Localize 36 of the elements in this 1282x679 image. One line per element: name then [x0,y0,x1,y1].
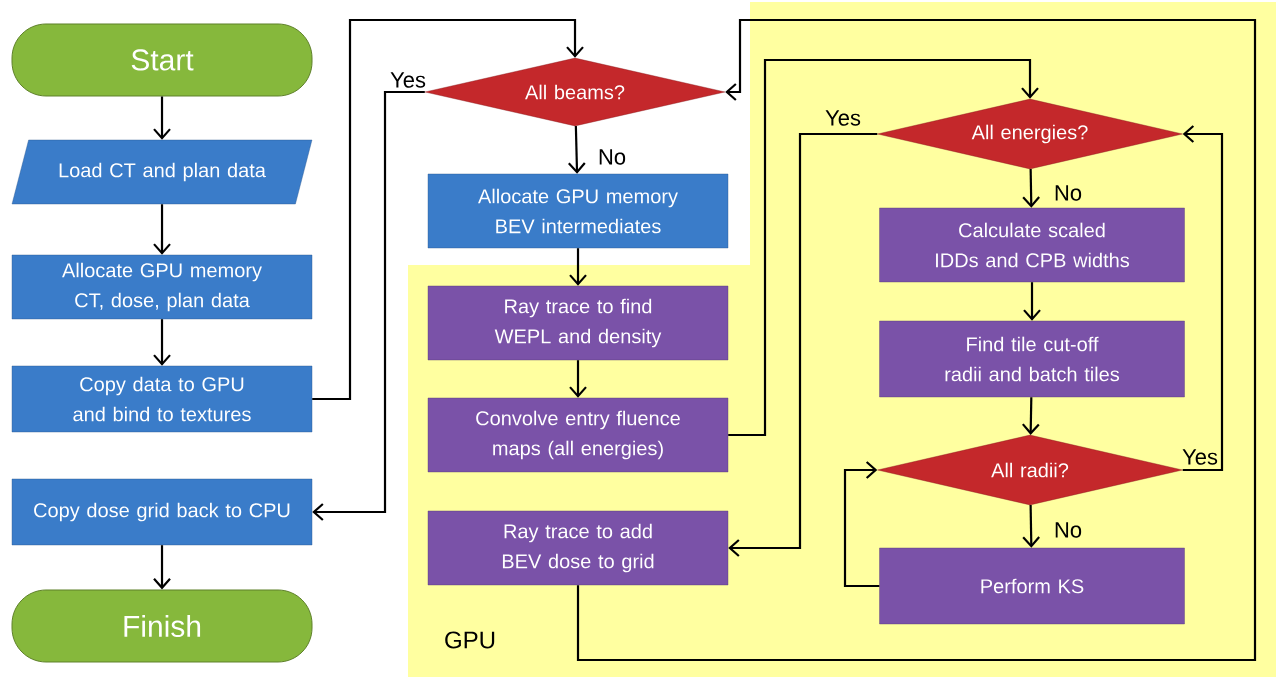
arrow [1022,397,1040,435]
start-terminal: Start [11,23,313,97]
input-parallelogram: Load CT and plan data [11,139,313,205]
process-box: Calculate scaled IDDs and CPB widths [879,207,1185,283]
process-box: Find tile cut-off radii and batch tiles [879,320,1185,398]
edge-label: No [596,148,628,166]
process-box: Allocate GPU memory BEV intermediates [427,173,729,249]
arrow [1022,169,1040,208]
process-box: Ray trace to find WEPL and density [427,285,729,361]
process-box: Convolve entry fluence maps (all energies) [427,397,729,473]
arrow [728,58,1039,437]
process-box: Ray trace to add BEV dose to grid [427,510,729,586]
process-box: Copy data to GPU and bind to textures [11,365,313,433]
arrow [568,125,586,174]
arrow [153,96,171,140]
arrow [1023,282,1041,321]
edge-label: Yes [1181,448,1219,466]
process-box: Copy dose grid back to CPU [11,478,313,546]
arrow [153,204,171,255]
process-box: Perform KS [879,547,1185,625]
arrow [576,18,1257,662]
arrow [312,18,584,401]
arrow [153,545,171,590]
arrow [1182,125,1224,472]
arrow [312,90,425,521]
arrow [569,248,587,286]
edge-label: Yes [824,109,862,127]
edge-label: No [1052,184,1084,202]
arrow [569,360,587,398]
edge-label: No [1052,521,1084,539]
end-terminal: Finish [11,589,313,663]
arrow [1022,505,1040,548]
arrow [843,461,880,588]
arrow [728,132,878,557]
arrow [153,319,171,366]
process-box: Allocate GPU memory CT, dose, plan data [11,254,313,320]
